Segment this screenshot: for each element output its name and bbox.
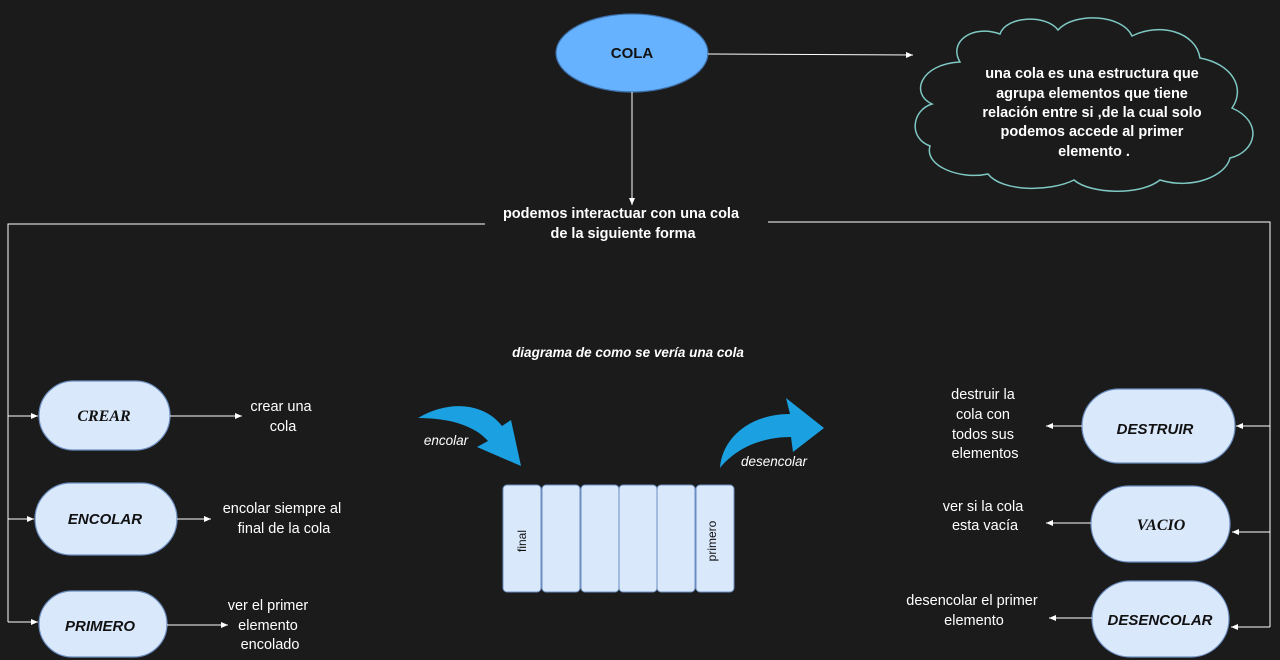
interact-label: podemos interactuar con una cola de la s… (503, 206, 743, 242)
crear-desc-line-2: cola (270, 419, 298, 435)
op-encolar-label: ENCOLAR (68, 511, 142, 528)
op-crear[interactable]: CREAR (38, 380, 171, 451)
op-primero[interactable]: PRIMERO (38, 590, 168, 658)
root-to-definition-connector (707, 51, 914, 58)
queue-cell-primero-label: primero (705, 520, 719, 561)
queue-cell-4 (618, 484, 658, 593)
crear-description: crear una cola (250, 399, 315, 435)
desencolar-desc-line-2: elemento (944, 613, 1004, 629)
destruir-desc-line-3: todos sus (952, 427, 1014, 443)
queue-cell-final-label: final (515, 530, 529, 552)
desencolar-description: desencolar el primer elemento (906, 593, 1041, 629)
interact-line-2: de la siguiente forma (550, 226, 696, 242)
definition-line-5: elemento . (1058, 144, 1130, 160)
destruir-description: destruir la cola con todos sus elementos (951, 387, 1019, 462)
encolar-description: encolar siempre al final de la cola (223, 501, 346, 537)
op-primero-label: PRIMERO (65, 618, 135, 635)
encolar-desc-line-2: final de la cola (238, 521, 332, 537)
op-desencolar-label: DESENCOLAR (1107, 612, 1212, 629)
queue-cell-6: primero (695, 484, 735, 593)
encolar-desc-line-1: encolar siempre al (223, 501, 341, 517)
left-branch-bus (7, 223, 485, 622)
root-label: COLA (611, 45, 654, 62)
interact-line-1: podemos interactuar con una cola (503, 206, 740, 222)
definition-cloud[interactable]: una cola es una estructura que agrupa el… (914, 17, 1254, 192)
desencolar-arrow-label: desencolar (741, 454, 808, 469)
op-destruir-label: DESTRUIR (1117, 421, 1194, 438)
vacio-desc-line-2: esta vacía (952, 518, 1019, 534)
op-encolar[interactable]: ENCOLAR (34, 482, 178, 556)
destruir-desc-line-2: cola con (956, 407, 1010, 423)
queue-cell-2 (541, 484, 581, 593)
crear-desc-line-1: crear una (250, 399, 312, 415)
primero-desc-line-2: elemento (238, 618, 298, 634)
desencolar-curved-arrow (720, 398, 824, 468)
primero-desc-line-3: encolado (241, 637, 300, 653)
queue: final primero (502, 484, 735, 593)
op-desencolar[interactable]: DESENCOLAR (1091, 580, 1230, 658)
destruir-desc-line-4: elementos (952, 446, 1019, 462)
primero-desc-line-1: ver el primer (228, 598, 309, 614)
desencolar-desc-line-1: desencolar el primer (906, 593, 1038, 609)
definition-text: una cola es una estructura que agrupa el… (982, 66, 1205, 160)
definition-line-2: agrupa elementos que tiene (996, 86, 1188, 102)
definition-line-1: una cola es una estructura que (985, 66, 1199, 82)
queue-cell-3 (580, 484, 620, 593)
op-vacio[interactable]: VACIO (1090, 485, 1231, 563)
encolar-curved-arrow (418, 406, 521, 466)
op-destruir[interactable]: DESTRUIR (1081, 388, 1236, 464)
right-branch-bus (768, 221, 1271, 627)
queue-cell-5 (656, 484, 696, 593)
vacio-description: ver si la cola esta vacía (943, 499, 1028, 534)
op-vacio-label: VACIO (1137, 517, 1186, 534)
destruir-desc-line-1: destruir la (951, 387, 1016, 403)
primero-description: ver el primer elemento encolado (228, 598, 313, 653)
diagram-caption: diagrama de como se vería una cola (512, 345, 744, 360)
encolar-arrow-label: encolar (424, 433, 469, 448)
vacio-desc-line-1: ver si la cola (943, 499, 1025, 515)
queue-cell-1: final (502, 484, 542, 593)
definition-line-3: relación entre si ,de la cual solo (982, 105, 1201, 121)
definition-line-4: podemos accede al primer (1001, 124, 1184, 140)
root-node[interactable]: COLA (555, 13, 709, 93)
op-crear-label: CREAR (77, 408, 131, 425)
